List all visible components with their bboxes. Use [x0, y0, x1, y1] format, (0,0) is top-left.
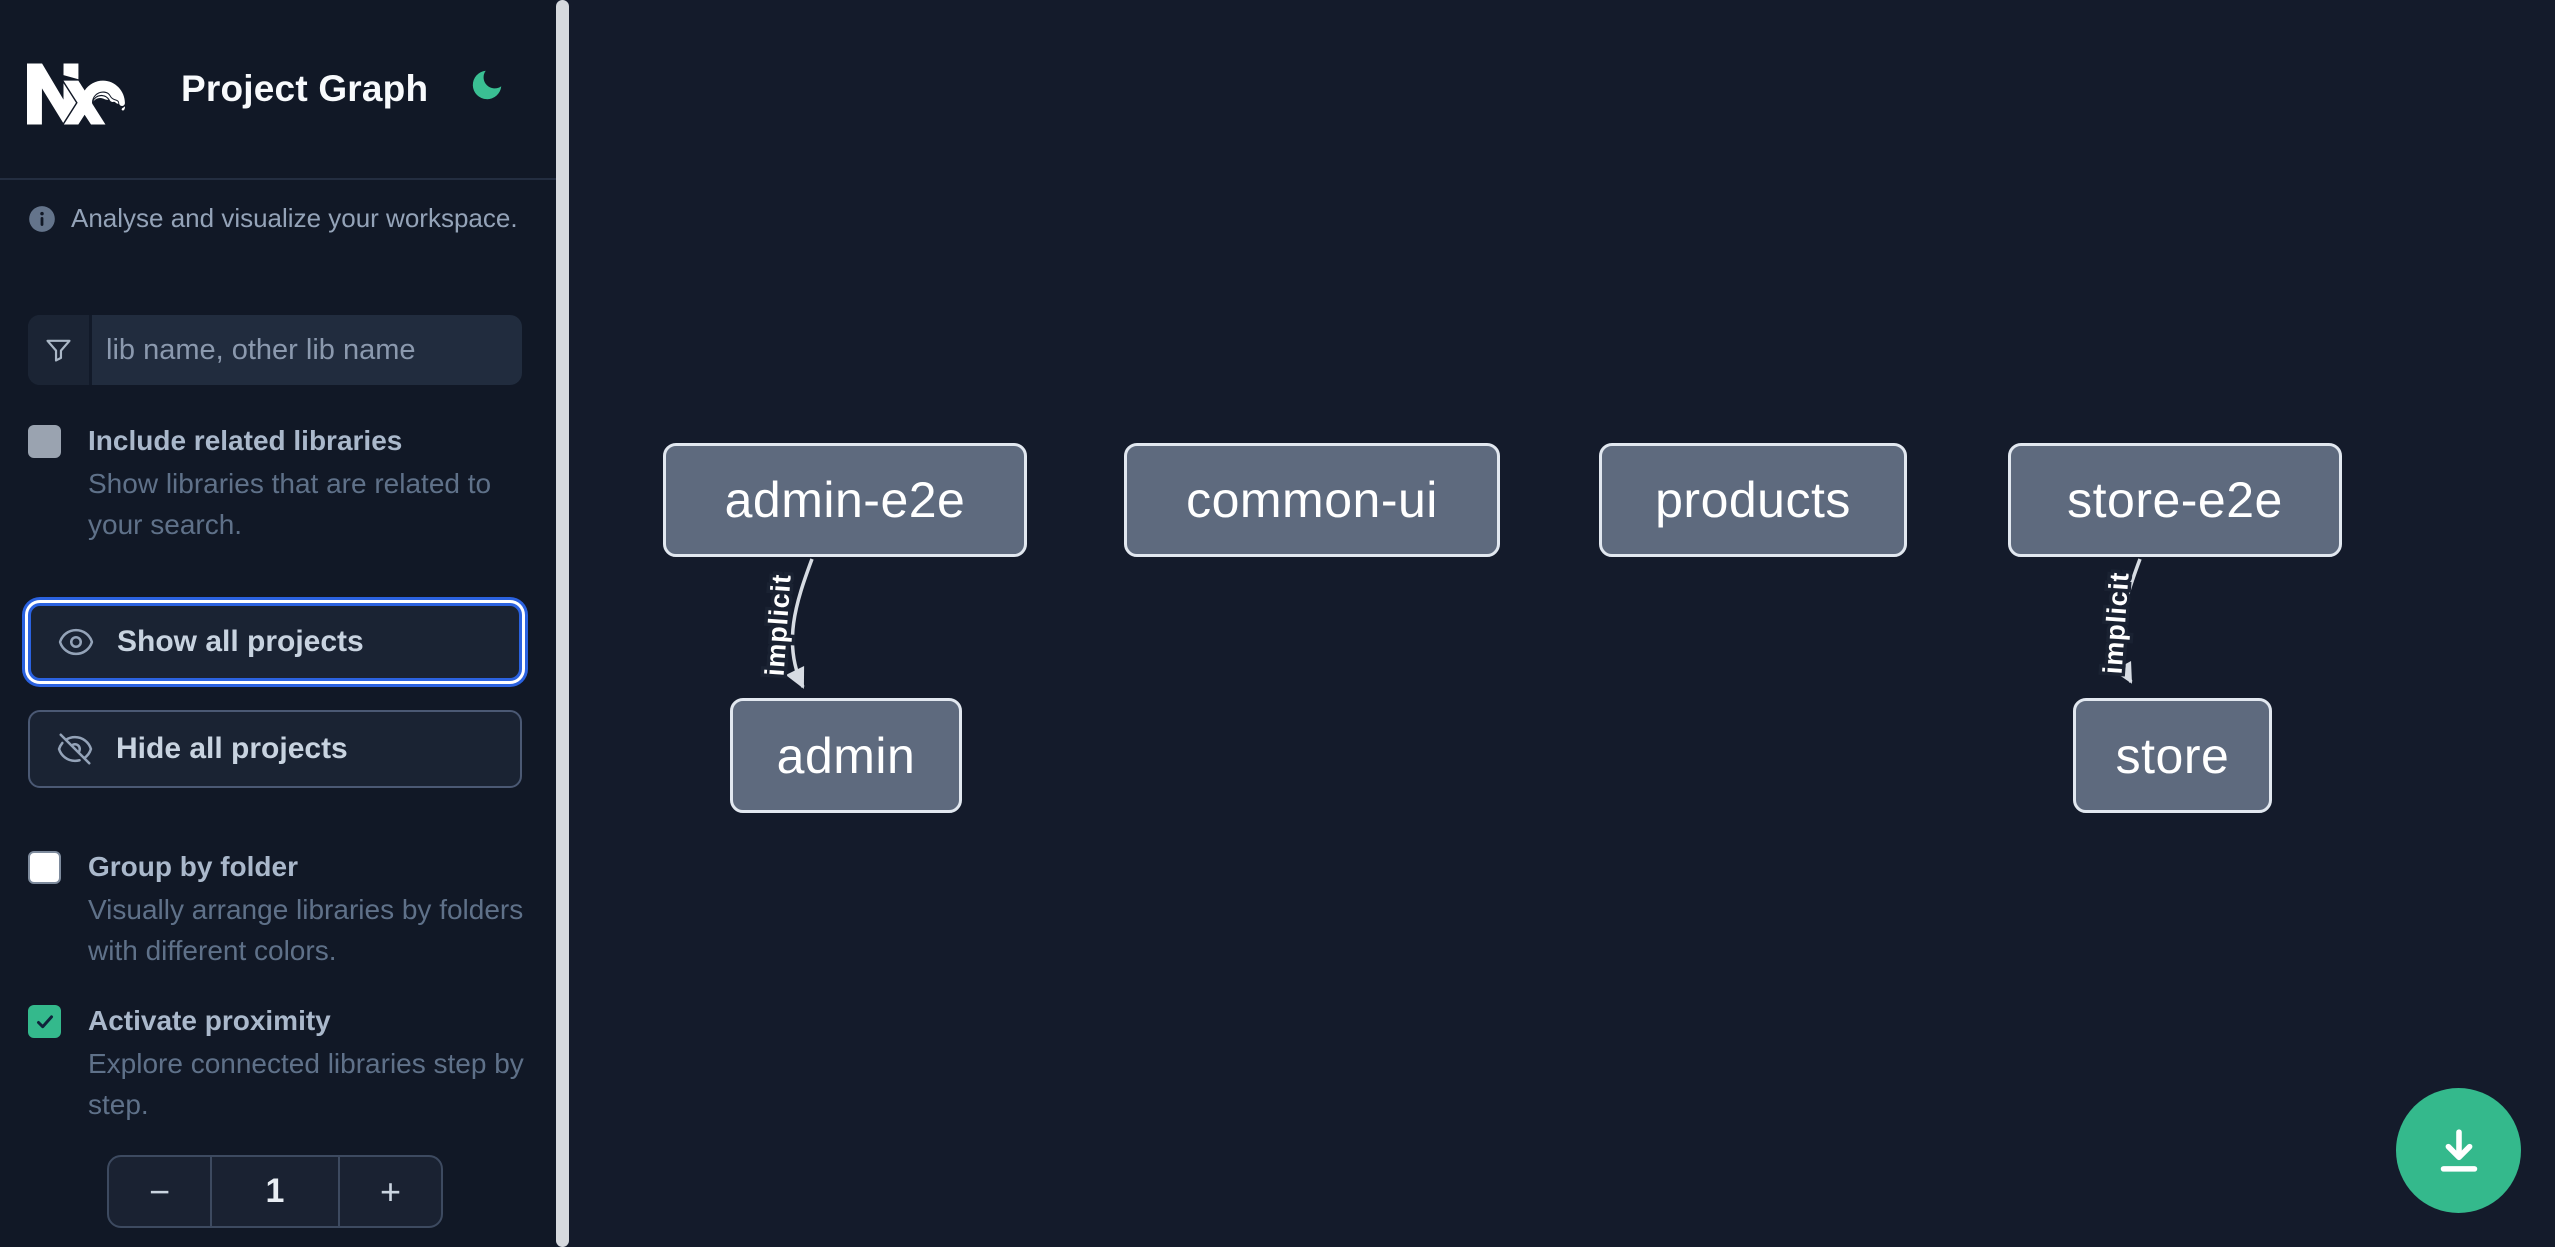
download-icon: [2440, 1128, 2477, 1172]
option-label: Activate proximity: [88, 1005, 331, 1036]
sidebar-scrollbar[interactable]: [556, 0, 569, 1247]
eye-off-icon: [56, 730, 94, 768]
option-label: Include related libraries: [88, 425, 403, 456]
project-node-admin[interactable]: admin: [730, 698, 962, 813]
hide-all-projects-button[interactable]: Hide all projects: [28, 710, 522, 788]
workspace-info-text: Analyse and visualize your workspace.: [71, 203, 518, 233]
header-divider: [0, 178, 556, 180]
filter-icon-cell: [28, 315, 92, 385]
include-related-checkbox[interactable]: [28, 425, 61, 458]
option-description: Explore connected libraries step by step…: [88, 1048, 524, 1120]
hide-all-projects-label: Hide all projects: [116, 732, 348, 765]
project-node-store-e2e[interactable]: store-e2e: [2008, 443, 2342, 557]
sidebar-header: Project Graph: [0, 0, 556, 178]
option-include-related-libraries[interactable]: Include related libraries Show libraries…: [28, 419, 528, 545]
show-all-projects-label: Show all projects: [117, 625, 364, 658]
show-all-projects-button[interactable]: Show all projects: [28, 603, 522, 681]
info-icon: [29, 205, 55, 232]
page-title: Project Graph: [181, 68, 429, 109]
option-description: Show libraries that are related to your …: [88, 468, 492, 540]
edge-admin-e2e-to-admin[interactable]: [785, 558, 814, 689]
download-image-button[interactable]: [2396, 1088, 2521, 1213]
theme-toggle-button[interactable]: [465, 64, 509, 108]
project-node-products[interactable]: products: [1599, 443, 1907, 557]
edge-label: implicit: [760, 573, 797, 677]
nx-logo: [27, 63, 125, 125]
proximity-depth-stepper: − 1 +: [107, 1155, 443, 1228]
activate-proximity-checkbox[interactable]: [28, 1005, 61, 1038]
option-description: Visually arrange libraries by folders wi…: [88, 894, 524, 966]
workspace-info: Analyse and visualize your workspace.: [28, 203, 528, 234]
moon-icon: [472, 70, 502, 99]
search-input[interactable]: [92, 315, 522, 385]
option-label: Group by folder: [88, 851, 298, 882]
option-activate-proximity[interactable]: Activate proximity Explore connected lib…: [28, 999, 528, 1125]
eye-icon: [57, 623, 95, 661]
project-node-common-ui[interactable]: common-ui: [1124, 443, 1500, 557]
check-icon: [36, 1014, 53, 1028]
filter-bar: [28, 315, 522, 385]
decrement-button[interactable]: −: [109, 1157, 210, 1226]
option-group-by-folder[interactable]: Group by folder Visually arrange librari…: [28, 845, 528, 971]
project-node-store[interactable]: store: [2073, 698, 2272, 813]
proximity-depth-value: 1: [210, 1157, 340, 1226]
sidebar: Project Graph Analyse and visualize your…: [0, 0, 556, 1247]
project-node-admin-e2e[interactable]: admin-e2e: [663, 443, 1027, 557]
increment-button[interactable]: +: [340, 1157, 441, 1226]
edge-store-e2e-to-store[interactable]: [2113, 558, 2142, 684]
funnel-icon: [46, 339, 71, 362]
group-by-folder-checkbox[interactable]: [28, 851, 61, 884]
